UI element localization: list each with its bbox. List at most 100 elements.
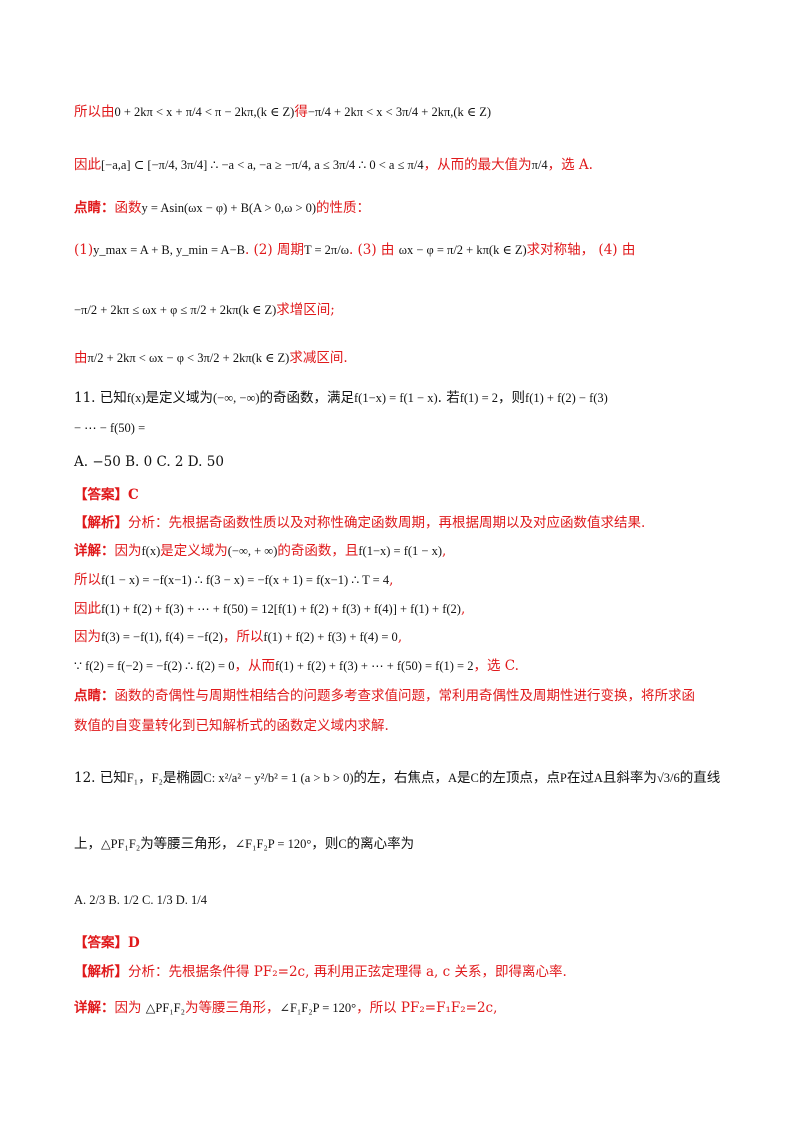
text-segment: 的性质： [316,200,371,216]
text-segment: ，从而的最大值为 [423,157,532,173]
text-segment: . (2) 周期 [244,242,304,258]
text-line: 数值的自变量转化到已知解析式的函数定义域内求解. [74,716,740,736]
text-line: ∵ f(2) = f(−2) = −f(2) ∴ f(2) = 0，从而f(1)… [74,656,740,676]
text-segment: ，从而 [234,658,275,674]
text-segment: ，则 [311,836,339,852]
text-line: 点睛：函数的奇偶性与周期性相结合的问题多考查求值问题，常利用奇偶性及周期性进行变… [74,686,740,706]
text-line: A. 2/3 B. 1/2 C. 1/3 D. 1/4 [74,890,740,910]
text-segment: 的左顶点，点 [478,770,560,786]
text-segment: 分析：先根据奇函数性质以及对称性确定函数周期，再根据周期以及对应函数值求结果. [128,515,646,531]
text-segment: 【解析】 [74,964,128,980]
text-segment: 因为 [74,629,101,645]
text-segment: 数值的自变量转化到已知解析式的函数定义域内求解. [74,718,389,734]
text-segment: 的离心率为 [346,836,415,852]
text-segment: 的奇函数，且 [277,543,359,559]
text-segment: (−∞, + ∞) [227,544,278,558]
text-segment: △PF₁F₂ [101,837,141,851]
text-segment: 函数 [114,200,142,216]
text-segment: 的左，右焦点， [353,770,449,786]
text-segment: , [460,601,466,617]
text-line: 由π/2 + 2kπ < ωx − φ < 3π/2 + 2kπ(k ∈ Z)求… [74,348,740,368]
text-line: 所以f(1 − x) = −f(x−1) ∴ f(3 − x) = −f(x +… [74,570,740,590]
text-segment: 为等腰三角形， [184,1000,280,1016]
text-segment: 所以 [74,572,101,588]
text-segment: 详解： [74,1000,115,1016]
text-segment: 求减区间. [289,350,348,366]
text-segment: 的直线 [679,770,721,786]
text-segment: ∠F₁F₂P = 120° [234,837,312,851]
text-segment: A. 2/3 B. 1/2 C. 1/3 D. 1/4 [74,893,207,907]
text-segment: f(1−x) = f(1 − x) [354,391,438,405]
text-segment: 且斜率为 [602,770,657,786]
text-segment: (1) [74,242,94,258]
text-line: 上，△PF₁F₂为等腰三角形，∠F₁F₂P = 120°，则C的离心率为 [74,834,740,854]
text-segment: ， [138,770,152,786]
text-segment: ，则 [498,390,526,406]
text-line: 11. 已知f(x)是定义域为(−∞, −∞)的奇函数，满足f(1−x) = f… [74,388,740,408]
text-segment: 【答案】C [74,487,139,503]
text-segment: 详解： [74,543,115,559]
text-segment: 函数的奇偶性与周期性相结合的问题多考查求值问题，常利用奇偶性及周期性进行变换，将… [114,688,696,704]
text-line: 【答案】C [74,485,740,505]
text-segment: 所以由 [74,104,115,120]
text-line: −π/2 + 2kπ ≤ ωx + φ ≤ π/2 + 2kπ(k ∈ Z)求增… [74,300,740,320]
text-segment: , [389,572,394,588]
text-segment: 因为 [114,543,142,559]
text-segment: 分析：先根据条件得 PF₂=2c, 再利用正弦定理得 a, c 关系，即得离心率… [128,964,567,980]
text-segment: . (3) 由 [348,242,399,258]
text-segment: f(1) + f(2) − f(3) [525,391,608,405]
text-segment: C [470,771,479,785]
text-segment: ，所以 PF₂=F₁F₂=2c, [356,1000,498,1016]
text-segment: ，所以 [222,629,264,645]
text-segment: 得 [294,104,308,120]
text-segment: f(1 − x) = −f(x−1) ∴ f(3 − x) = −f(x + 1… [101,573,390,587]
text-segment: 是定义域为 [160,543,228,559]
text-segment: 因此 [74,157,101,173]
text-line: 详解：因为 △PF₁F₂为等腰三角形，∠F₁F₂P = 120°，所以 PF₂=… [74,998,740,1018]
text-segment: y = Asin(ωx − φ) + B(A > 0,ω > 0) [141,201,317,215]
text-segment: T = 2π/ω [303,243,349,257]
text-line: 因为f(3) = −f(1), f(4) = −f(2)，所以f(1) + f(… [74,627,740,647]
text-segment: 是 [457,770,471,786]
text-segment: 点睛： [74,688,115,704]
text-segment: 因此 [74,601,101,617]
text-line: 点睛：函数y = Asin(ωx − φ) + B(A > 0,ω > 0)的性… [74,198,740,218]
text-segment: f(x) [126,391,146,405]
text-segment: 是定义域为 [145,390,214,406]
text-segment: f(x) [141,544,161,558]
text-line: 因此f(1) + f(2) + f(3) + ⋯ + f(50) = 12[f(… [74,599,740,619]
text-line: A. −50 B. 0 C. 2 D. 50 [74,452,740,472]
text-segment: −π/2 + 2kπ ≤ ωx + φ ≤ π/2 + 2kπ(k ∈ Z) [74,303,277,317]
text-segment: 0 + 2kπ < x + π/4 < π − 2kπ,(k ∈ Z) [114,105,295,119]
text-segment: f(1) + f(2) + f(3) + f(4) = 0 [263,630,398,644]
text-segment: 因为 [114,1000,146,1016]
text-line: 12. 已知F₁，F₂是椭圆C: x²/a² − y²/b² = 1 (a > … [74,768,740,788]
text-segment: 是椭圆 [162,770,204,786]
text-line: 因此[−a,a] ⊂ [−π/4, 3π/4] ∴ −a < a, −a ≥ −… [74,155,740,175]
text-segment: π/2 + 2kπ < ωx − φ < 3π/2 + 2kπ(k ∈ Z) [87,351,290,365]
text-segment: 11. 已知 [74,390,127,406]
text-segment: C: x²/a² − y²/b² = 1 (a > b > 0) [203,771,354,785]
text-segment: , [442,543,447,559]
text-segment: 12. 已知 [74,770,127,786]
text-segment: − ⋯ − f(50) = [74,421,146,435]
text-segment: F₂ [151,771,163,785]
text-line: 【答案】D [74,933,740,953]
text-line: 【解析】分析：先根据条件得 PF₂=2c, 再利用正弦定理得 a, c 关系，即… [74,962,740,982]
text-segment: 为等腰三角形， [140,836,235,852]
text-segment: A [593,771,603,785]
text-segment: √3/6 [656,771,680,785]
text-segment: f(3) = −f(1), f(4) = −f(2) [101,630,223,644]
text-segment: 在过 [566,770,594,786]
text-segment: ∠F₁F₂P = 120° [279,1001,357,1015]
text-segment: C [338,837,347,851]
text-line: 详解：因为f(x)是定义域为(−∞, + ∞)的奇函数，且f(1−x) = f(… [74,541,740,561]
text-line: 【解析】分析：先根据奇函数性质以及对称性确定函数周期，再根据周期以及对应函数值求… [74,513,740,533]
text-segment: F₁ [126,771,139,785]
text-segment: 由 [74,350,88,366]
text-line: − ⋯ − f(50) = [74,418,740,438]
text-segment: 上， [74,836,101,852]
text-segment: A. −50 B. 0 C. 2 D. 50 [74,454,224,470]
text-segment: ，选 A. [547,157,593,173]
text-segment: ∵ f(2) = f(−2) = −f(2) ∴ f(2) = 0 [74,659,235,673]
